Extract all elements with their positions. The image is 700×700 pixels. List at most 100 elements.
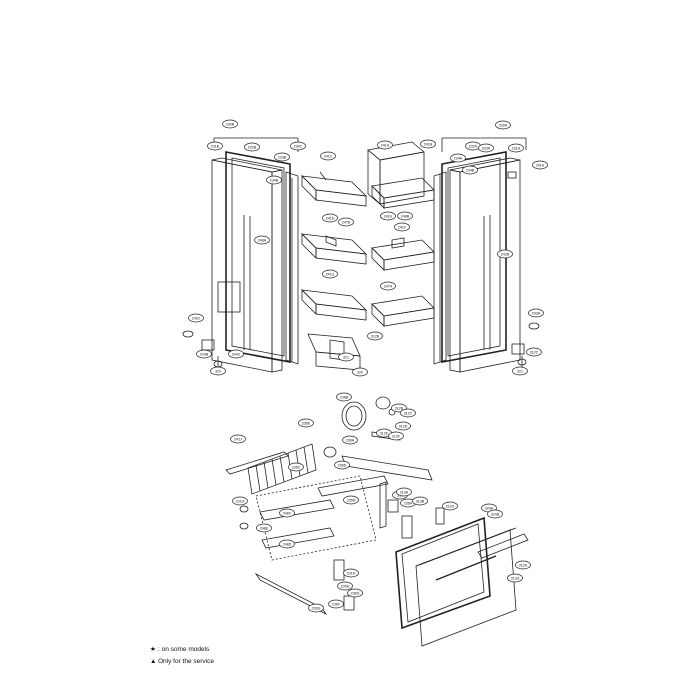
bottom-callout-6: 231G — [232, 496, 248, 506]
top-callout-label-5: 230C — [294, 144, 303, 148]
top-callout-label-16: 241E — [384, 214, 393, 218]
top-callout-label-15: 241D — [326, 216, 335, 220]
top-callout-18: 241G — [322, 269, 338, 279]
bottom-callout-label-18: 313A — [400, 490, 409, 494]
bottom-callout-19: 313B — [412, 496, 428, 506]
bottom-callout-label-28: 313G — [511, 576, 520, 580]
bottom-callout-label-20: 324A — [485, 506, 494, 510]
door-basket-4 — [367, 141, 425, 205]
top-callout-label-28: 312C — [530, 350, 539, 354]
bottom-callout-label-14: 312C — [404, 411, 413, 415]
bottom-callout-label-23: 235E — [341, 584, 350, 588]
bottom-callout-8: 248D — [279, 539, 295, 549]
top-callout-14: 234B — [462, 165, 478, 175]
bottom-callout-label-0: 241J — [234, 437, 242, 441]
top-callout-32: 321 — [512, 366, 528, 376]
bottom-callout-15: 312D — [395, 421, 411, 431]
top-callout-15: 241D — [322, 213, 338, 223]
bottom-callout-28: 313G — [507, 573, 523, 583]
top-callout-26: 243B — [196, 349, 212, 359]
top-callout-label-14: 234B — [466, 168, 475, 172]
bottom-callout-label-22: 231H — [347, 571, 356, 575]
left-door-gasket — [225, 151, 291, 363]
top-callout-31: 320 — [210, 366, 226, 376]
legend-some-models-text: : on some models — [158, 646, 210, 653]
bottom-callout-23: 235E — [337, 581, 353, 591]
top-callout-20: 247B — [338, 217, 354, 227]
bottom-callout-26: 236F — [328, 599, 344, 609]
top-callout-30: 320 — [352, 367, 368, 377]
drawer-bottom-clip — [343, 595, 355, 611]
drawer-rail-left — [259, 499, 335, 549]
top-callout-label-18: 241G — [326, 272, 335, 276]
top-callout-label-2: 232B — [248, 145, 257, 149]
top-callout-17: 241F — [394, 222, 410, 232]
top-callout-label-20: 247B — [342, 220, 351, 224]
top-callout-27: 243C — [228, 349, 244, 359]
drawer-gasket — [395, 516, 491, 630]
top-callout-label-4: 234B — [270, 178, 279, 182]
top-callout-34: 241H — [532, 160, 548, 170]
bottom-callout-4: 236A — [342, 435, 358, 445]
bottom-callout-label-13: 312B — [395, 406, 404, 410]
right-door-liner — [433, 171, 447, 365]
top-callout-9: 232A — [465, 141, 481, 151]
bottom-callout-29: 312G — [442, 501, 458, 511]
bottom-callout-3: 236D — [334, 460, 350, 470]
bottom-callout-2: 236C — [288, 462, 304, 472]
top-callout-16: 241E — [380, 211, 396, 221]
bottom-callout-22: 231H — [343, 568, 359, 578]
bottom-callout-9: 248E — [256, 523, 272, 533]
top-callout-label-32: 321 — [517, 369, 523, 373]
bottom-callout-label-24: 235D — [347, 498, 356, 502]
bottom-callout-17: 312F — [388, 431, 404, 441]
top-callout-label-23: 242B — [501, 252, 510, 256]
bottom-callout-label-19: 313B — [416, 499, 425, 503]
top-callout-label-19: 247A — [384, 284, 393, 288]
bottom-callout-label-16: 312E — [380, 431, 389, 435]
bottom-callout-label-15: 312D — [399, 424, 408, 428]
bottom-callout-label-25: 233G — [312, 606, 321, 610]
top-callout-23: 242B — [497, 249, 513, 259]
top-callout-2: 232B — [244, 142, 260, 152]
drawer-handle — [477, 533, 529, 559]
top-callout-label-31: 320 — [215, 369, 221, 373]
left-door-liner — [285, 171, 299, 365]
drawer-wire-basket — [247, 443, 317, 495]
bottom-callout-label-26: 236F — [332, 602, 341, 606]
drawer-roller — [323, 446, 337, 458]
top-callout-8: 241B — [420, 139, 436, 149]
drawer-crossbar — [317, 475, 389, 529]
triangle-icon: ▲ — [150, 658, 157, 665]
bottom-callout-24: 235D — [343, 495, 359, 505]
top-callout-10: 231A — [508, 143, 524, 153]
left-door-panel — [211, 157, 283, 373]
legend-some-models: ★: on some models — [150, 646, 209, 654]
top-callout-0: 230B — [222, 119, 238, 129]
bottom-callout-label-3: 236D — [338, 463, 347, 467]
top-callout-label-8: 241B — [424, 142, 433, 146]
bottom-callout-21: 324B — [487, 509, 503, 519]
top-callout-label-6: 241C — [324, 154, 333, 158]
bottom-callout-14: 312C — [400, 408, 416, 418]
star-icon: ★ — [150, 646, 156, 653]
bottom-callout-label-27: 236G — [351, 591, 360, 595]
top-callout-label-17: 241F — [398, 225, 407, 229]
top-callout-label-3: 233B — [278, 155, 287, 159]
drawer-coil-part — [341, 396, 396, 431]
bottom-callout-label-4: 236A — [346, 438, 355, 442]
drawer-screw — [239, 505, 249, 530]
bottom-callout-1: 236E — [298, 418, 314, 428]
top-callout-21: 248B — [397, 211, 413, 221]
bottom-callout-12: 312A — [515, 560, 531, 570]
bottom-callout-label-10: 236H — [404, 501, 413, 505]
door-basket-7 — [371, 295, 435, 327]
bottom-callout-label-1: 236E — [302, 421, 311, 425]
top-callout-label-12: 230A — [499, 123, 508, 127]
bottom-callout-label-9: 248E — [260, 526, 269, 530]
top-callout-label-21: 248B — [401, 214, 410, 218]
top-callout-label-11: 233A — [482, 146, 491, 150]
top-callout-19: 247A — [380, 281, 396, 291]
